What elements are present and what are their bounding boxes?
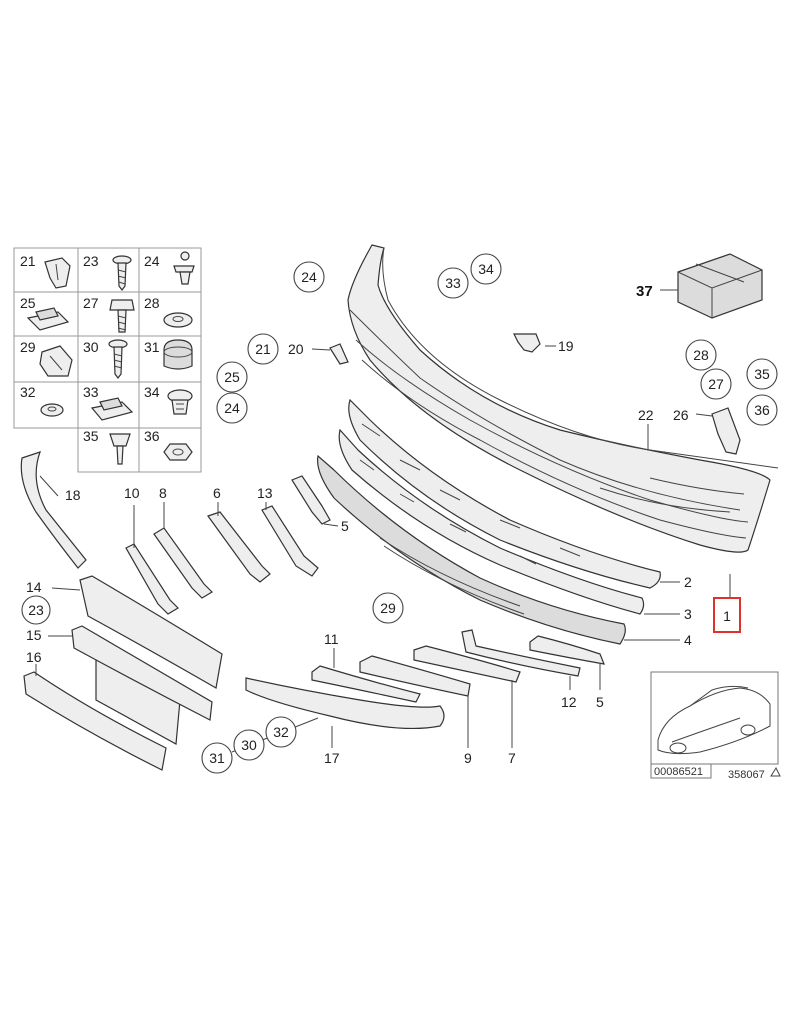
hex-bolt-part [109, 299, 135, 333]
car-inset: 00086521 358067 [650, 671, 781, 781]
figure-code: 358067 [728, 769, 765, 781]
callout-36: 36 [754, 402, 770, 418]
grille-4 [316, 454, 626, 645]
callout-10: 10 [124, 485, 140, 501]
bracket-26 [711, 407, 741, 455]
strip-7 [413, 645, 521, 683]
callout-29: 29 [380, 600, 396, 616]
grid-label-35: 35 [83, 428, 99, 444]
callout-21: 21 [255, 341, 271, 357]
grid-label-28: 28 [144, 295, 160, 311]
callout-9: 9 [464, 750, 472, 766]
plate-holder-14 [79, 575, 223, 745]
box-37 [677, 253, 763, 319]
callout-5-upper: 5 [341, 518, 349, 534]
strip-12 [461, 629, 581, 677]
bracket-19 [513, 333, 541, 353]
callout-6: 6 [213, 485, 221, 501]
callout-14: 14 [26, 579, 42, 595]
hex-nut-part-36 [163, 443, 193, 461]
grid-label-23: 23 [83, 253, 99, 269]
callout-18: 18 [65, 487, 81, 503]
grid-label-29: 29 [20, 339, 36, 355]
grid-label-27: 27 [83, 295, 99, 311]
callout-4: 4 [684, 632, 692, 648]
callout-22: 22 [638, 407, 654, 423]
highlight-box [713, 597, 741, 633]
callout-34: 34 [478, 261, 494, 277]
callout-19: 19 [558, 338, 574, 354]
inset-code: 00086521 [654, 766, 703, 778]
strip-5-lower [529, 635, 605, 665]
grid-label-21: 21 [20, 253, 36, 269]
callout-28: 28 [693, 347, 709, 363]
callout-13: 13 [257, 485, 273, 501]
callout-31: 31 [209, 750, 225, 766]
washer-part-32 [40, 403, 64, 417]
speed-nut-part [26, 307, 70, 331]
callout-32: 32 [273, 724, 289, 740]
callout-7: 7 [508, 750, 516, 766]
bracket-13 [261, 505, 319, 577]
callout-20: 20 [288, 341, 304, 357]
callout-15: 15 [26, 627, 42, 643]
clip-part [44, 257, 71, 289]
expanding-rivet-part [173, 251, 195, 285]
callout-11: 11 [324, 631, 339, 647]
callout-33: 33 [445, 275, 461, 291]
grid-label-32: 32 [20, 384, 36, 400]
bracket-6 [207, 511, 271, 583]
clip-20 [329, 343, 349, 365]
screw-part [112, 255, 132, 291]
bracket-clip-part [39, 345, 73, 377]
grid-label-34: 34 [144, 384, 160, 400]
washer-part [163, 312, 193, 328]
grid-label-25: 25 [20, 295, 36, 311]
trim-18 [20, 451, 87, 569]
callout-30: 30 [241, 737, 257, 753]
grid-label-36: 36 [144, 428, 160, 444]
callout-24-top: 24 [301, 269, 317, 285]
screw-part-30 [108, 339, 128, 379]
callout-1: 1 [723, 608, 731, 624]
callout-27: 27 [708, 376, 724, 392]
grille-2 [348, 398, 661, 589]
grid-label-30: 30 [83, 339, 99, 355]
strip-9 [359, 655, 471, 697]
grid-label-31: 31 [144, 339, 160, 355]
grid-label-24: 24 [144, 253, 160, 269]
strip-11 [311, 665, 421, 703]
callout-37: 37 [636, 283, 653, 300]
callout-25: 25 [224, 369, 240, 385]
grille-3 [338, 428, 645, 615]
strip-17 [245, 677, 445, 730]
hardware-grid: 21 23 24 25 27 28 29 30 31 32 33 34 35 3… [13, 247, 202, 473]
callout-8: 8 [159, 485, 167, 501]
callout-5-lower: 5 [596, 694, 604, 710]
grid-label-33: 33 [83, 384, 99, 400]
bracket-5-upper [291, 475, 331, 525]
cap-part [163, 339, 193, 370]
callout-17: 17 [324, 750, 340, 766]
callout-24-left: 24 [224, 400, 240, 416]
callout-2: 2 [684, 574, 692, 590]
speed-nut-part-33 [90, 397, 134, 421]
triangle-icon [770, 766, 781, 777]
callout-3: 3 [684, 606, 692, 622]
callouts: 24 33 34 37 21 20 19 25 24 28 27 35 26 3… [21, 253, 778, 774]
callout-16: 16 [26, 649, 42, 665]
bumper-cover [347, 244, 779, 553]
callout-26: 26 [673, 407, 689, 423]
screw-part-35 [109, 433, 131, 465]
bracket-8 [153, 527, 213, 599]
trim-15 [71, 625, 213, 721]
callout-35: 35 [754, 366, 770, 382]
rivet-part-34 [167, 389, 193, 415]
trim-16 [23, 671, 167, 771]
callout-23: 23 [28, 602, 44, 618]
callout-12: 12 [561, 694, 577, 710]
